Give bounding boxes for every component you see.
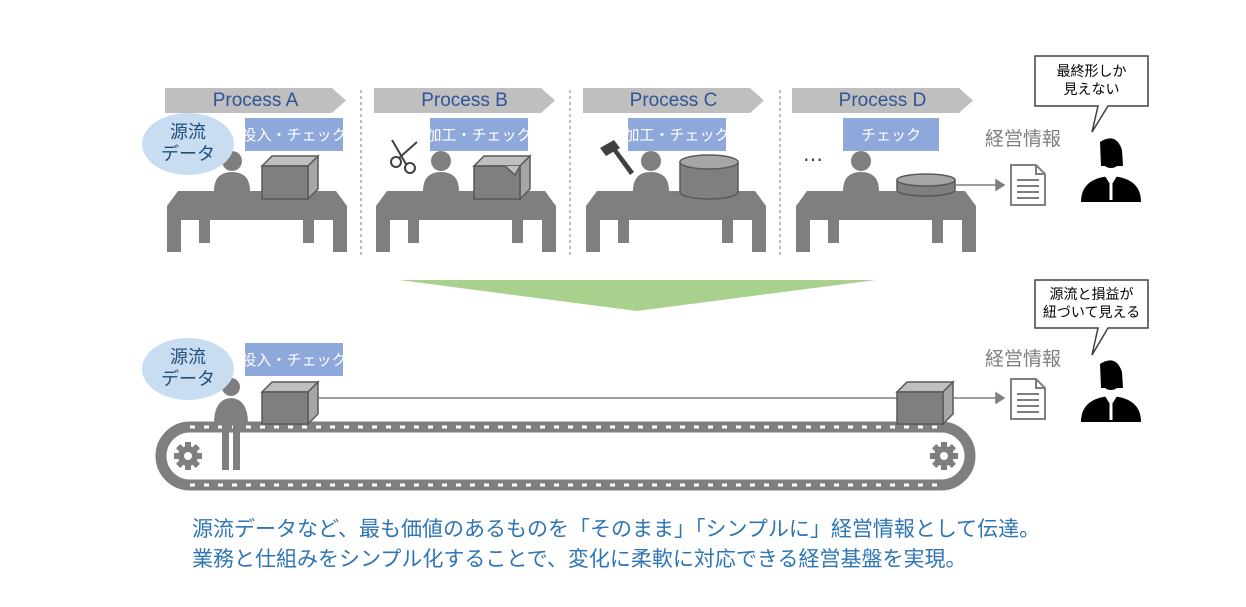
source-data-cloud-bottom: 源流 データ (142, 338, 234, 400)
source-data-line-1-bottom: 源流 (170, 347, 206, 368)
summary-line-2: 業務と仕組みをシンプル化することで、変化に柔軟に対応できる経営基盤を実現。 (192, 547, 967, 571)
cube-lower-left-icon (260, 380, 320, 426)
cut-box-b-icon (472, 154, 532, 201)
source-data-line-1: 源流 (170, 122, 206, 143)
desk-c (586, 191, 766, 252)
source-data-line-2: データ (161, 144, 215, 165)
task-tag-lower: 投入・チェック (242, 343, 347, 376)
process-a-header: Process A (165, 88, 346, 113)
bubble-text-top: 最終形しか 見えない (1035, 63, 1148, 99)
source-data-cloud-top: 源流 データ (142, 113, 234, 175)
speech-bubble-bottom (1034, 279, 1149, 356)
desk-a (167, 191, 347, 252)
document-bottom-icon (1010, 378, 1046, 420)
manager-top-icon (1081, 138, 1141, 202)
worker-b-icon (423, 151, 459, 191)
bubble-top-line-1: 最終形しか (1056, 64, 1127, 80)
desk-d (796, 191, 976, 252)
worker-c-icon (633, 151, 669, 191)
process-c-header: Process C (583, 88, 764, 113)
gear-right-icon (930, 442, 958, 470)
conveyor-belt (155, 421, 976, 491)
cylinder-c-icon (679, 154, 739, 200)
process-b-header: Process B (374, 88, 555, 113)
speech-bubble-top (1034, 55, 1149, 133)
task-tag-b: 加工・チェック (427, 118, 532, 151)
management-info-label-top: 経営情報 (985, 128, 1062, 150)
management-info-label-bottom: 経営情報 (985, 348, 1062, 370)
output-arrow-bottom (953, 391, 1006, 405)
hammer-icon (600, 140, 634, 175)
cube-lower-right-icon (895, 380, 955, 426)
ellipsis-text: … (803, 142, 826, 166)
manager-bottom-icon (1081, 360, 1141, 422)
disc-d-icon (896, 173, 956, 197)
summary-line-1: 源流データなど、最も価値のあるものを「そのまま」「シンプルに」経営情報として伝達… (192, 517, 1041, 541)
task-tag-a: 投入・チェック (242, 118, 347, 151)
cube-box-a-icon (260, 154, 320, 201)
output-arrow-top (956, 178, 1006, 192)
transition-arrow (399, 280, 876, 311)
document-top-icon (1010, 164, 1046, 206)
bubble-top-line-2: 見えない (1063, 82, 1120, 98)
source-data-line-2-bottom: データ (161, 369, 215, 390)
task-tag-d: チェック (843, 118, 939, 151)
standing-worker-icon (214, 378, 248, 470)
scissors-icon (390, 139, 418, 174)
worker-d-icon (843, 151, 879, 191)
bubble-bottom-line-2: 紐づいて見える (1042, 305, 1141, 321)
bubble-bottom-line-1: 源流と損益が (1049, 287, 1134, 303)
process-d-header: Process D (792, 88, 973, 113)
task-tag-c: 加工・チェック (625, 118, 730, 151)
bubble-text-bottom: 源流と損益が 紐づいて見える (1035, 286, 1148, 322)
desk-b (376, 191, 556, 252)
gear-left-icon (174, 442, 202, 470)
